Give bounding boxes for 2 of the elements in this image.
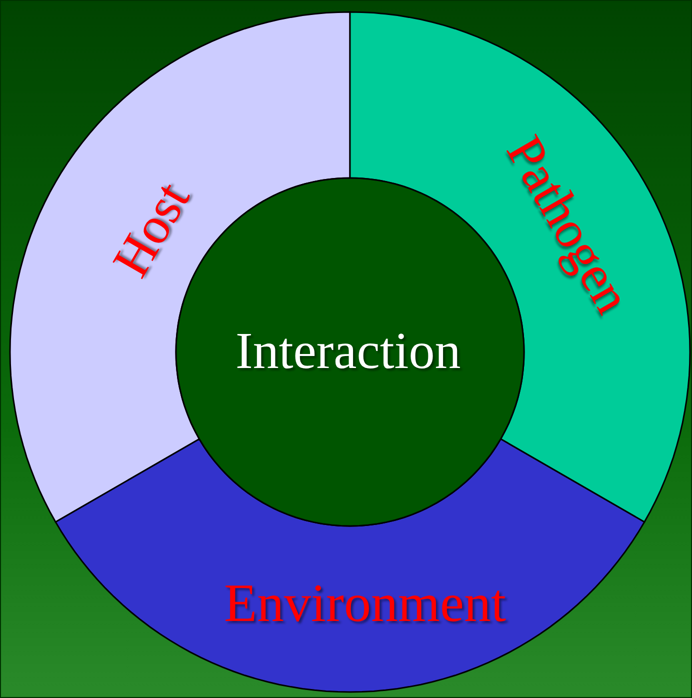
segment-label: Environment xyxy=(224,576,506,630)
center-label: Interaction xyxy=(236,326,461,378)
